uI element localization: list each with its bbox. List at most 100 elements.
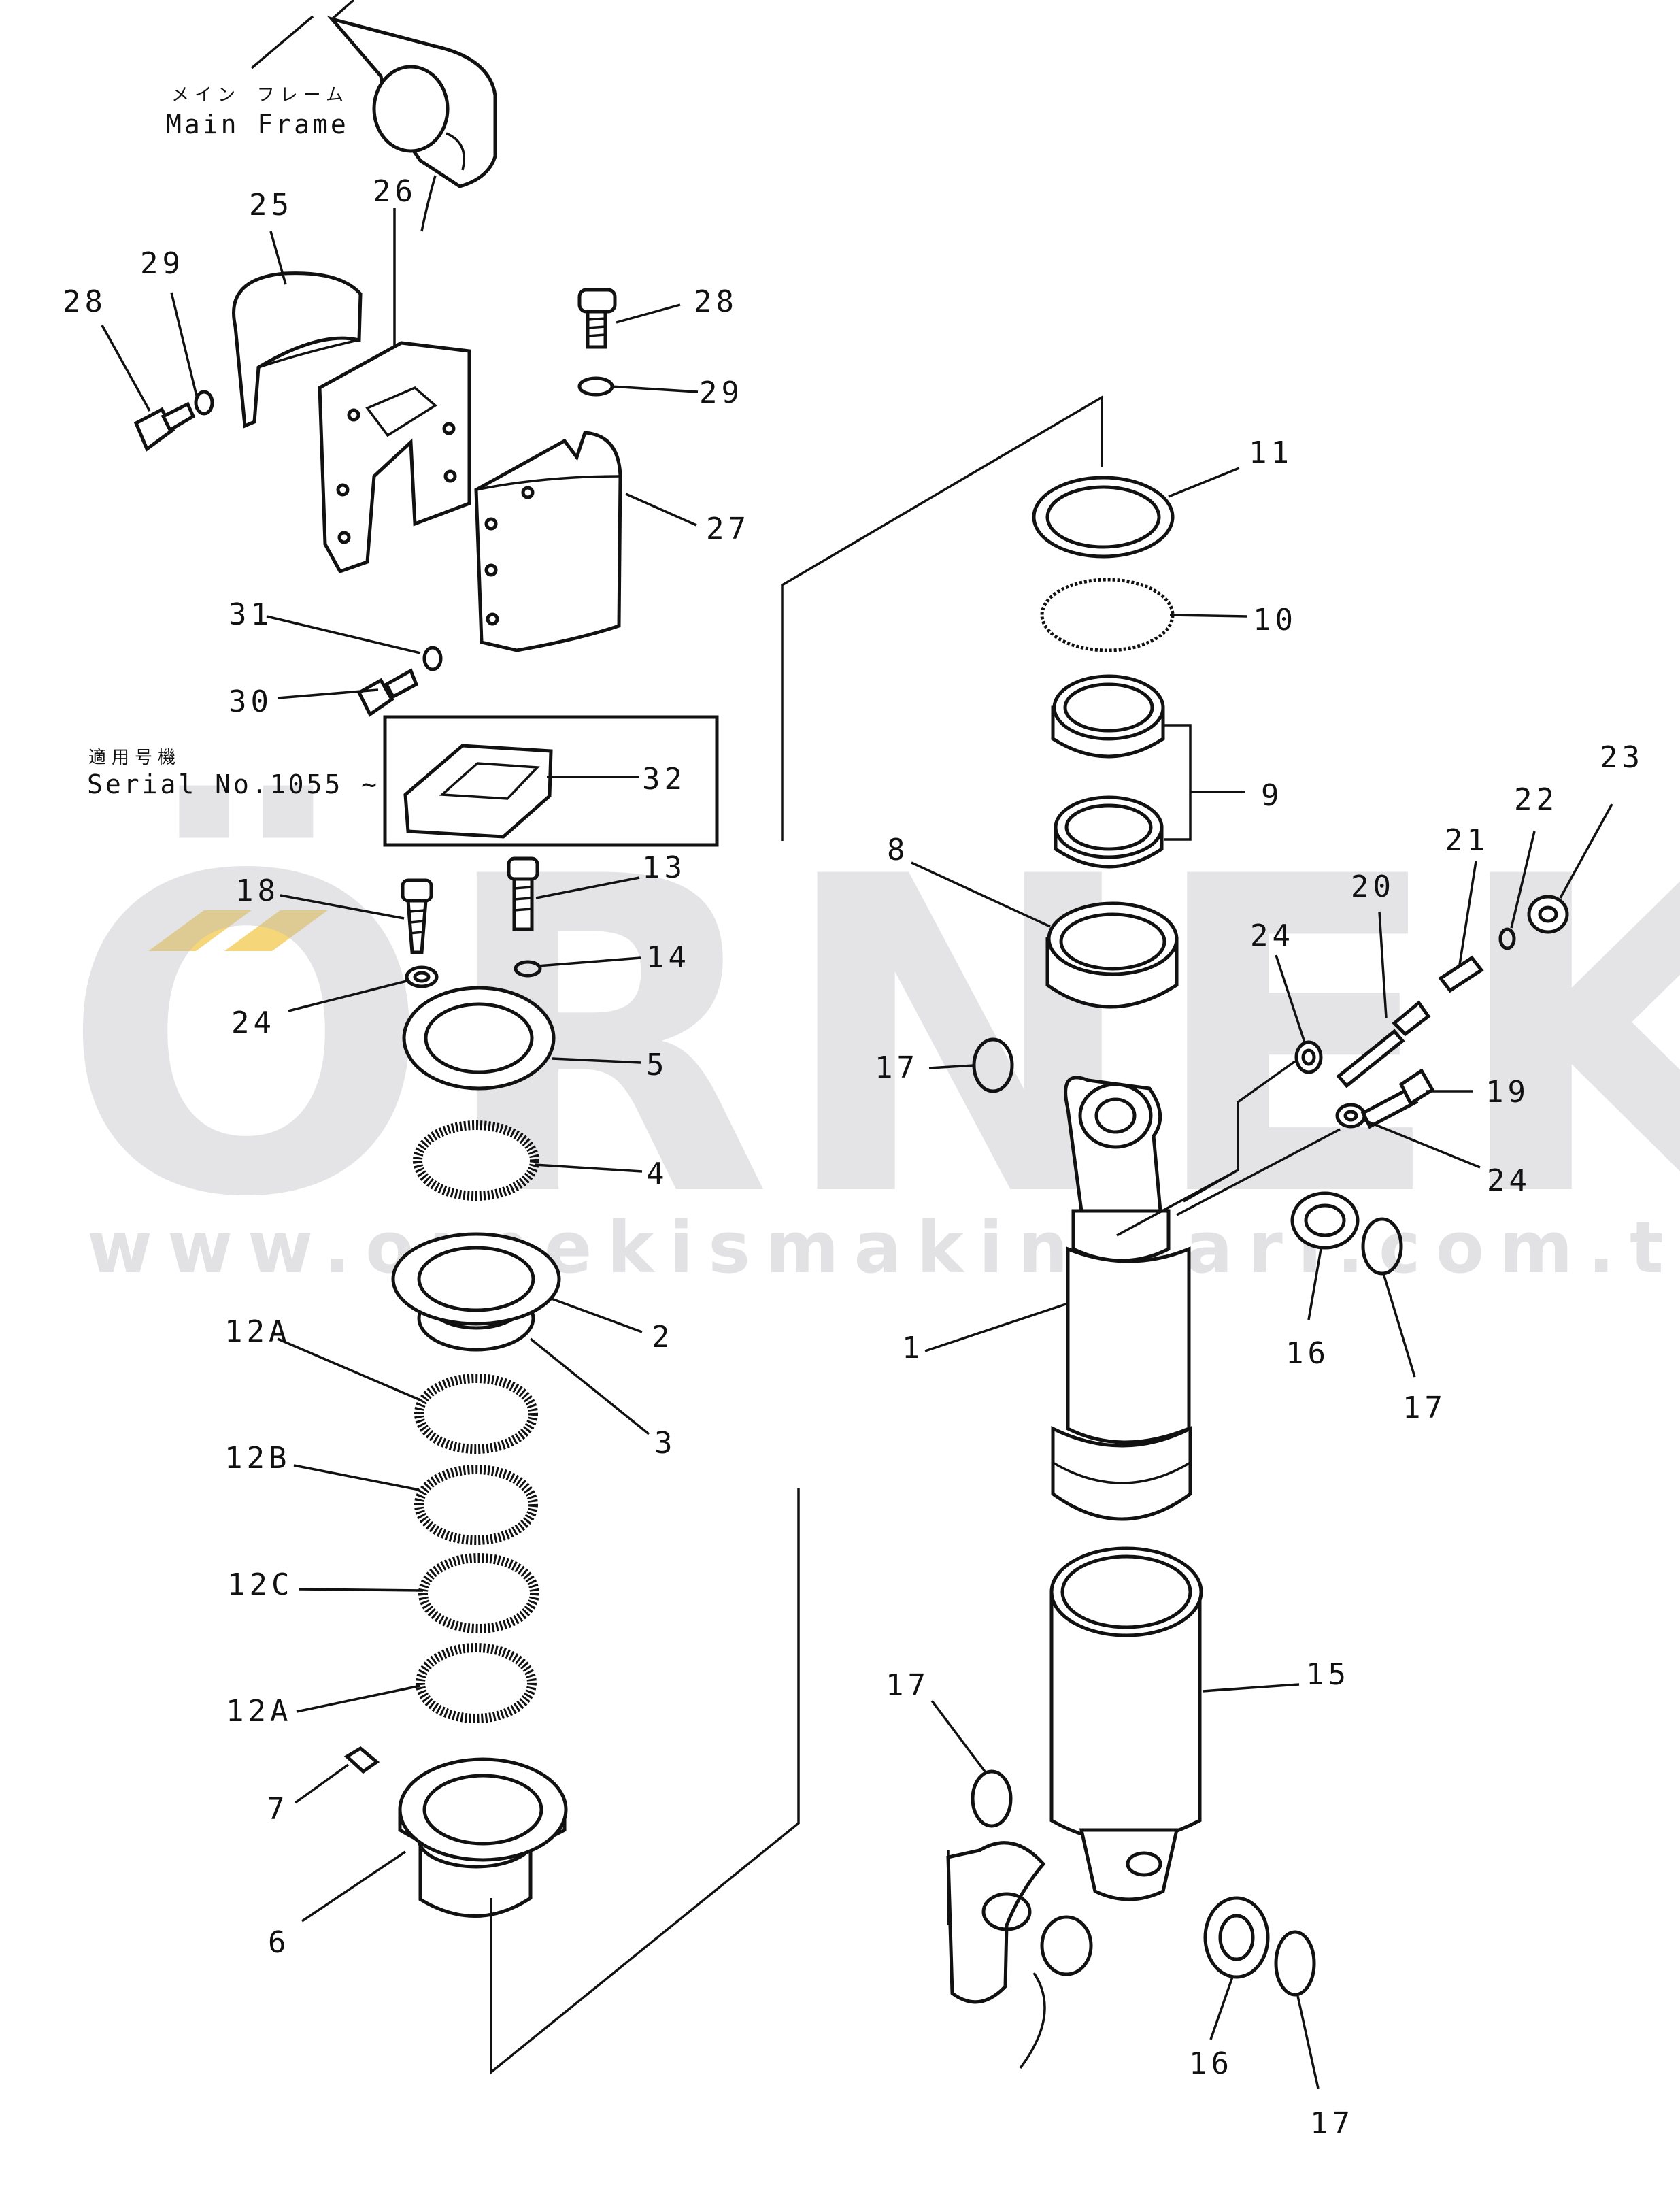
main-frame-label-jp: メイン フレーム <box>171 85 349 105</box>
bushing-8 <box>1045 901 1179 1009</box>
callout-13: 13 <box>642 850 686 885</box>
callout-9: 9 <box>1261 778 1283 813</box>
grease-fitting-20 <box>1336 1000 1431 1088</box>
callout-25: 25 <box>249 188 293 222</box>
callout-17: 17 <box>875 1050 919 1085</box>
callout-28: 28 <box>63 284 107 319</box>
callout-22: 22 <box>1514 782 1558 817</box>
bolt-13 <box>507 856 539 931</box>
callout-19: 19 <box>1485 1075 1530 1110</box>
serial-label-jp: 適用号機 <box>88 748 181 768</box>
ring-12b <box>414 1465 538 1545</box>
spacer-24-lower <box>1335 1103 1366 1129</box>
callout-17: 17 <box>1310 2106 1354 2141</box>
bolt-18 <box>401 878 433 954</box>
bracket-26 <box>318 341 471 574</box>
callout-29: 29 <box>140 246 184 281</box>
o-ring-10 <box>1040 578 1175 652</box>
washer-31 <box>422 646 443 671</box>
gasket-5 <box>402 986 556 1091</box>
retainer-2 <box>391 1232 561 1352</box>
bushing-16-a <box>1290 1191 1360 1250</box>
callout-29: 29 <box>699 376 743 410</box>
callout-18: 18 <box>235 874 280 908</box>
callout-21: 21 <box>1445 823 1489 858</box>
watermark-accent-mark <box>224 910 328 951</box>
bolt-19 <box>1360 1068 1435 1129</box>
fitting-21 <box>1438 955 1484 993</box>
callout-1: 1 <box>902 1331 924 1365</box>
callout-12b: 12B <box>224 1441 290 1476</box>
callouts: 28 29 25 26 28 29 27 31 30 32 18 13 14 2… <box>63 174 1644 2141</box>
callout-32: 32 <box>642 762 686 797</box>
callout-26: 26 <box>373 174 417 209</box>
watermark: ÖRNEK www.ornekismakinalari.com.tr <box>61 781 1680 1292</box>
bolt-28-left <box>133 401 196 452</box>
bolt-30 <box>356 668 419 717</box>
callout-24: 24 <box>231 1005 275 1040</box>
lower-frame <box>946 1841 1093 2069</box>
watermark-brand: ÖRNEK <box>61 781 1680 1292</box>
callout-3: 3 <box>654 1426 677 1461</box>
main-frame-part <box>326 0 497 232</box>
callout-17: 17 <box>1402 1391 1447 1425</box>
ring-12a-top <box>414 1374 538 1454</box>
ring-12a-bottom <box>416 1643 537 1723</box>
callout-28: 28 <box>694 284 738 319</box>
callout-23: 23 <box>1600 740 1644 775</box>
callout-10: 10 <box>1253 603 1297 637</box>
watermark-accent-mark <box>148 910 252 951</box>
spacer-24 <box>405 965 439 988</box>
washer-29-left <box>194 390 214 416</box>
callout-12c: 12C <box>227 1567 293 1602</box>
o-ring-22 <box>1498 927 1516 950</box>
callout-30: 30 <box>229 684 273 719</box>
callout-7: 7 <box>267 1792 289 1827</box>
callout-11: 11 <box>1249 435 1293 470</box>
cylinder-1 <box>1051 1076 1192 1521</box>
cover-15 <box>1049 1546 1203 1901</box>
callout-8: 8 <box>887 833 909 867</box>
callout-12a: 12A <box>226 1694 292 1729</box>
callout-20: 20 <box>1351 869 1395 904</box>
pin-7 <box>343 1746 380 1774</box>
callout-6: 6 <box>268 1925 290 1960</box>
snap-ring-17-d <box>1274 1930 1316 1997</box>
flange-6 <box>398 1757 568 1918</box>
bracket-27 <box>474 431 622 652</box>
callout-15: 15 <box>1306 1657 1350 1692</box>
leader-lines <box>101 15 1613 2089</box>
callout-12a: 12A <box>224 1314 290 1349</box>
main-frame-label-en: Main Frame <box>166 110 349 139</box>
serial-box <box>383 715 719 847</box>
bracket-25 <box>232 271 363 429</box>
plate-32 <box>403 744 553 839</box>
bushing-9-bottom <box>1054 795 1164 869</box>
watermark-url: www.ornekismakinalari.com.tr <box>87 1206 1680 1289</box>
callout-14: 14 <box>646 940 690 975</box>
bushing-16-b <box>1203 1896 1270 1979</box>
callout-17: 17 <box>886 1668 930 1703</box>
cap-23 <box>1527 895 1569 934</box>
bushing-9-top <box>1051 674 1165 759</box>
snap-ring-17-b <box>1361 1217 1403 1276</box>
ring-4 <box>413 1120 539 1201</box>
ring-12c <box>418 1553 539 1633</box>
guide-lines <box>490 395 1341 2075</box>
ring-11 <box>1032 476 1175 559</box>
serial-label-en: Serial No.1055 ~ <box>87 769 380 799</box>
callout-27: 27 <box>706 512 750 546</box>
callout-2: 2 <box>652 1320 674 1354</box>
washer-14 <box>514 960 542 978</box>
bolt-28-right <box>577 288 617 349</box>
callout-24: 24 <box>1250 918 1294 953</box>
callout-4: 4 <box>646 1157 669 1191</box>
spacer-24-upper <box>1294 1040 1323 1074</box>
snap-ring-17-c <box>971 1769 1013 1828</box>
washer-29-right <box>577 376 614 397</box>
callout-5: 5 <box>646 1048 669 1082</box>
callout-16: 16 <box>1286 1336 1330 1371</box>
callout-31: 31 <box>229 597 273 632</box>
callout-16: 16 <box>1189 2046 1233 2081</box>
